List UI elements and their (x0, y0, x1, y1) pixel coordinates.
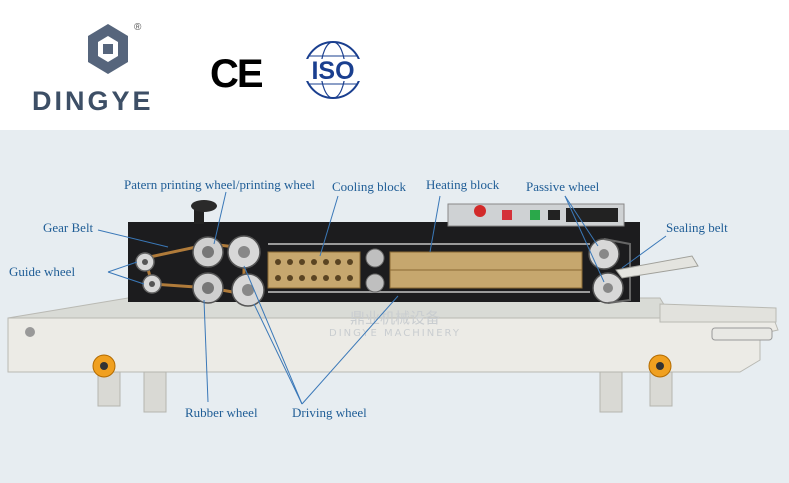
leader-guide-wheel-1 (107, 261, 138, 273)
leader-driving-wheel-1 (243, 265, 303, 405)
leader-passive-wheel-1 (564, 195, 599, 247)
passive-wheel-bottom (592, 272, 624, 304)
brand-name: DINGYE (32, 86, 154, 116)
height-knob-stem (194, 204, 204, 224)
watermark-cn: 鼎业机械设备 (350, 309, 440, 327)
label-patern-printing-wheel: Patern printing wheel/printing wheel (124, 177, 315, 192)
label-cooling-block: Cooling block (332, 179, 407, 194)
driving-wheel-bottom (231, 273, 265, 307)
leader-lines (97, 191, 667, 405)
label-guide-wheel: Guide wheel (9, 264, 76, 279)
leader-cooling-block (319, 195, 339, 257)
leader-rubber-wheel (203, 299, 209, 403)
left-adjust-knob (92, 354, 116, 378)
label-sealing-belt: Sealing belt (666, 220, 728, 235)
indicator-red (502, 210, 512, 220)
leader-heating-block (429, 195, 441, 253)
label-heating-block: Heating block (426, 177, 500, 192)
label-passive-wheel: Passive wheel (526, 179, 600, 194)
iso-text: ISO (311, 57, 354, 85)
printing-wheel (192, 236, 224, 268)
guide-wheel-bottom (142, 274, 162, 294)
height-knob (191, 200, 217, 212)
right-foot (599, 371, 623, 413)
leader-passive-wheel-2 (564, 195, 605, 283)
label-rubber-wheel: Rubber wheel (185, 405, 258, 420)
ce-mark: CE (210, 52, 264, 96)
middle-wheels (365, 248, 385, 293)
passive-wheel-top (588, 238, 620, 270)
switch-1 (548, 210, 560, 220)
label-driving-wheel: Driving wheel (292, 405, 367, 420)
tray-handle (711, 327, 773, 341)
indicator-green (530, 210, 540, 220)
cooling-block (267, 251, 361, 289)
rubber-wheel (192, 272, 224, 304)
entry-guide-plate (615, 255, 699, 279)
leader-gear-belt (97, 229, 169, 248)
brand-header: ISO ® DINGYE CE (0, 0, 789, 130)
conveyor-top (7, 297, 673, 319)
registered-mark: ® (134, 22, 142, 33)
side-screw (25, 327, 35, 337)
watermark-en: DINGYE MACHINERY (329, 328, 461, 339)
leader-sealing-belt (621, 235, 667, 269)
emergency-button (474, 205, 486, 217)
label-gear-belt: Gear Belt (43, 220, 94, 235)
right-adjust-knob (648, 354, 672, 378)
iso-logo-icon (301, 41, 365, 99)
leader-printing-wheel (213, 191, 227, 245)
leader-driving-wheel-2 (253, 303, 303, 405)
cooling-block-holes (275, 259, 353, 281)
dingye-logo-icon (88, 24, 128, 74)
output-tray (659, 303, 777, 323)
leader-guide-wheel-2 (107, 271, 145, 285)
temperature-display (566, 208, 618, 222)
logo-graphics: ISO (88, 24, 365, 99)
guide-wheel-top (135, 252, 155, 272)
leader-driving-wheel-3 (301, 295, 399, 405)
driving-wheel-top (227, 235, 261, 269)
left-foot (143, 371, 167, 413)
